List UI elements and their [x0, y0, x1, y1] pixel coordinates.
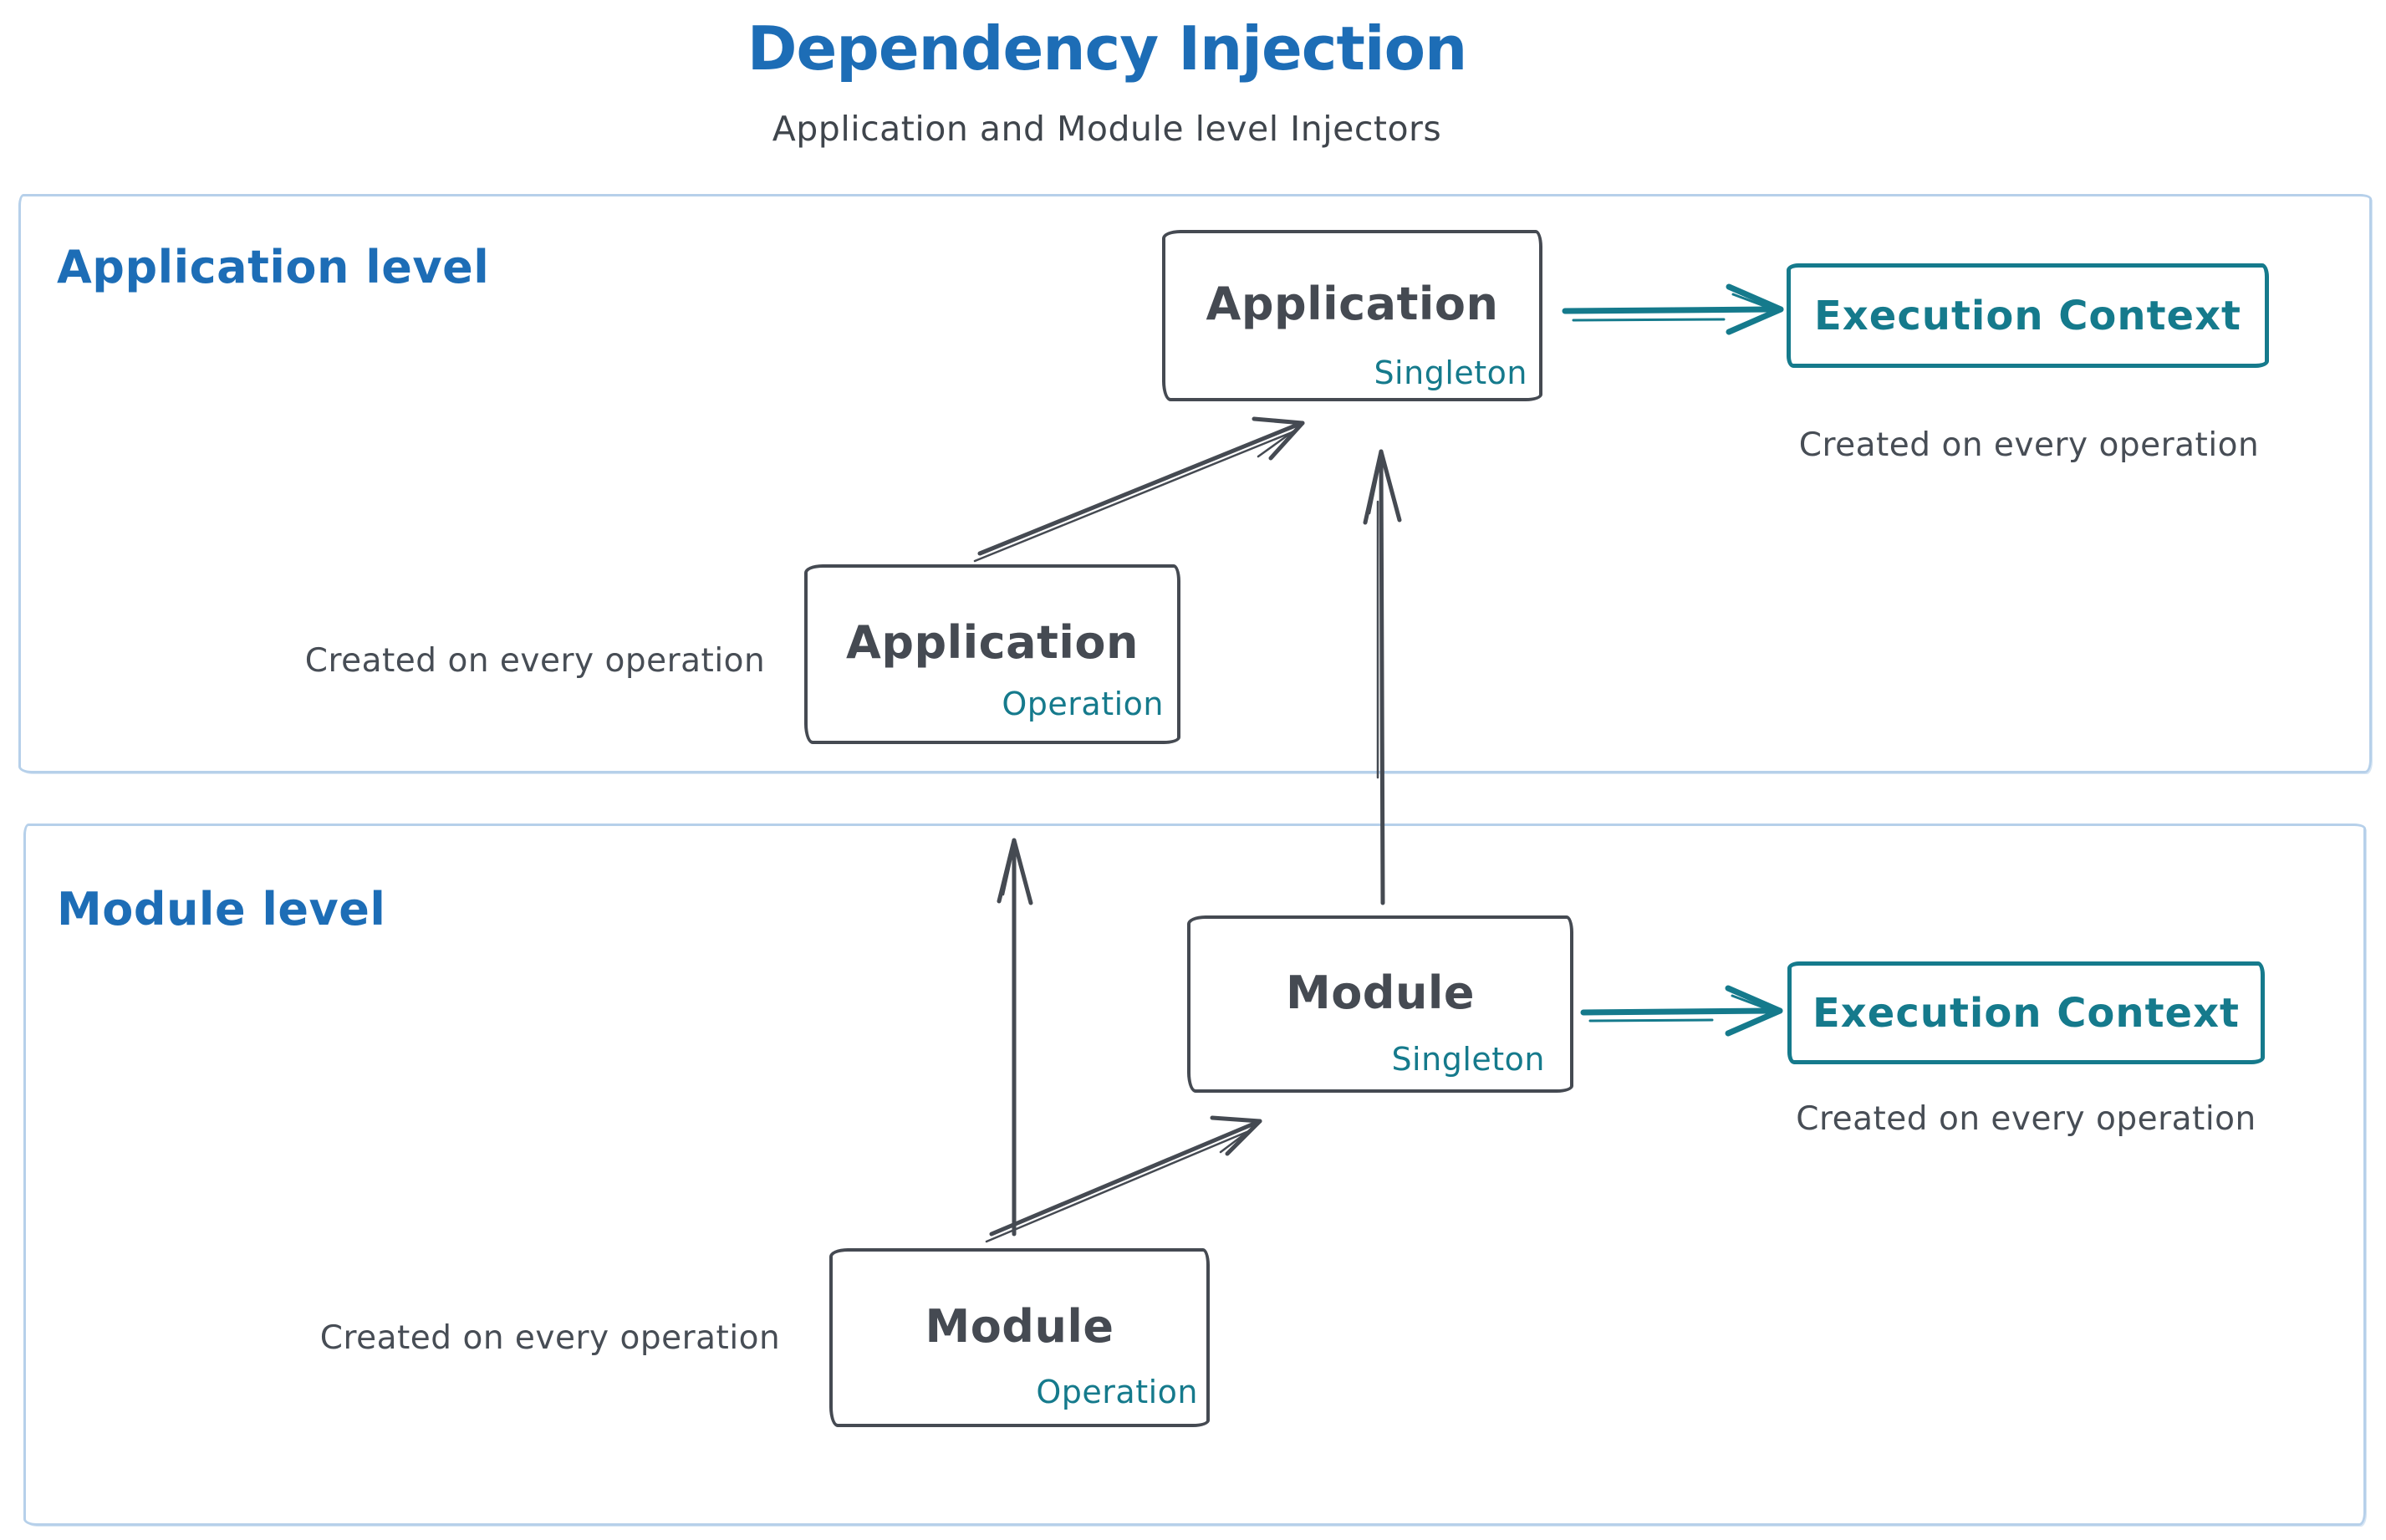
- module-level-label: Module level: [57, 883, 386, 936]
- app-singleton-badge: Singleton: [1374, 354, 1527, 391]
- module-execution-context-label: Execution Context: [1812, 989, 2240, 1037]
- module-operation-title: Module: [925, 1299, 1114, 1353]
- diagram-subtitle: Application and Module level Injectors: [772, 109, 1442, 149]
- module-operation-caption: Created on every operation: [319, 1319, 781, 1357]
- application-level-frame: [18, 194, 2372, 773]
- module-singleton-title: Module: [1285, 966, 1476, 1019]
- diagram-title: Dependency Injection: [747, 13, 1468, 84]
- app-singleton-title: Application: [1206, 278, 1499, 330]
- app-operation-badge: Operation: [1002, 686, 1164, 722]
- app-execution-context-caption: Created on every operation: [1798, 426, 2260, 464]
- app-operation-box: Application Operation: [804, 564, 1180, 744]
- module-execution-context-box: Execution Context: [1787, 961, 2265, 1064]
- app-operation-title: Application: [846, 616, 1139, 669]
- application-level-label: Application level: [57, 241, 490, 293]
- app-operation-caption: Created on every operation: [304, 642, 766, 680]
- module-operation-badge: Operation: [1036, 1374, 1198, 1410]
- module-execution-context-caption: Created on every operation: [1796, 1100, 2256, 1138]
- module-singleton-box: Module Singleton: [1187, 915, 1573, 1093]
- app-singleton-box: Application Singleton: [1162, 230, 1542, 401]
- module-singleton-badge: Singleton: [1391, 1041, 1545, 1078]
- module-level-frame: [23, 824, 2366, 1526]
- module-operation-box: Module Operation: [829, 1248, 1210, 1427]
- app-execution-context-box: Execution Context: [1787, 263, 2269, 368]
- app-execution-context-label: Execution Context: [1814, 292, 2241, 339]
